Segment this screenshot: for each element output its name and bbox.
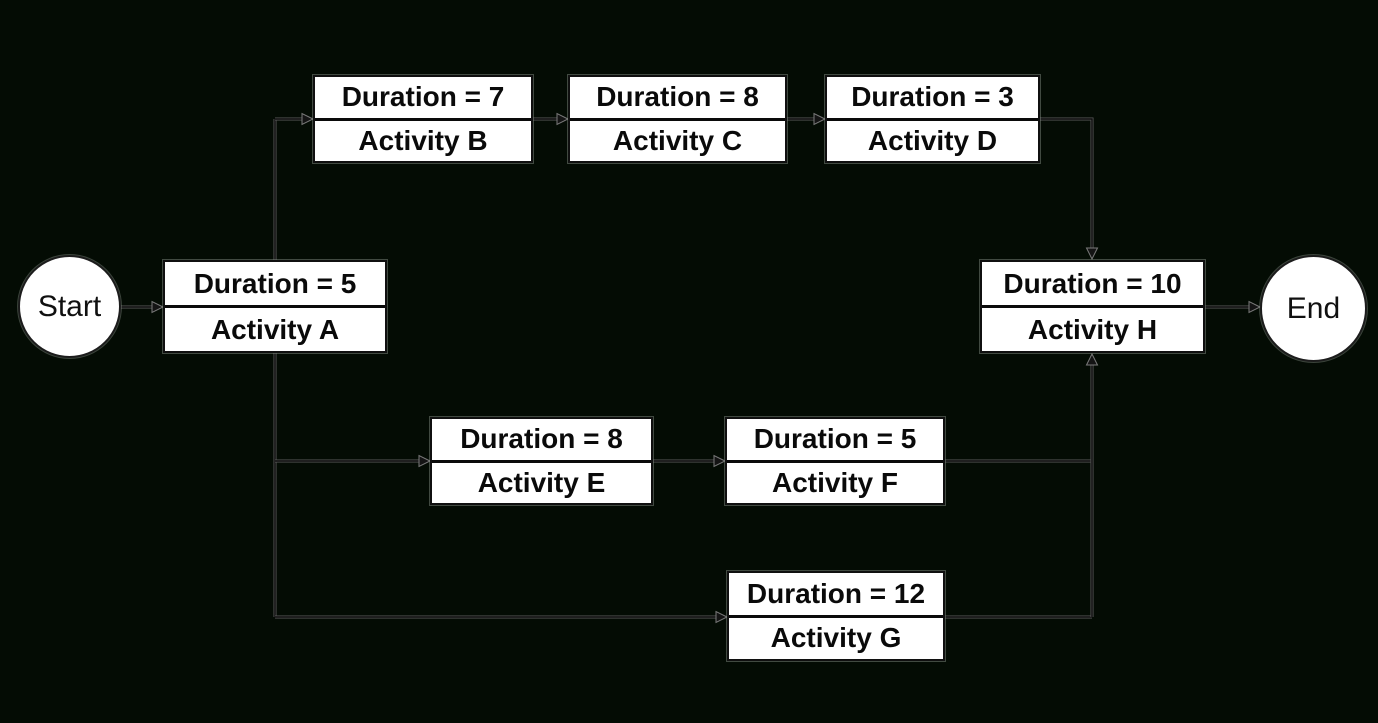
activity-f-node: Duration = 5 Activity F <box>725 417 945 505</box>
activity-h-name-label: Activity H <box>982 305 1203 351</box>
arrowhead-into-e <box>418 454 432 468</box>
activity-d-node: Duration = 3 Activity D <box>825 75 1040 163</box>
activity-c-node: Duration = 8 Activity C <box>568 75 787 163</box>
activity-b-duration-label: Duration = 7 <box>341 81 505 113</box>
arrowhead-into-g <box>715 610 729 624</box>
activity-g-duration-label: Duration = 12 <box>746 577 926 609</box>
activity-f-duration-label: Duration = 5 <box>753 423 917 455</box>
arrowhead-into-c <box>556 112 570 126</box>
arrowhead-into-end <box>1248 300 1262 314</box>
activity-e-name-label: Activity E <box>432 459 651 504</box>
edge-d-to-h <box>1040 117 1094 250</box>
activity-h-node: Duration = 10 Activity H <box>980 260 1205 353</box>
arrowhead-into-b <box>301 112 315 126</box>
start-node: Start <box>18 255 121 358</box>
activity-c-duration-label: Duration = 8 <box>596 81 759 113</box>
activity-b-name-label: Activity B <box>315 117 531 162</box>
activity-a-duration-label: Duration = 5 <box>193 267 357 299</box>
activity-b-node: Duration = 7 Activity B <box>313 75 533 163</box>
end-node-label: End <box>1286 291 1341 325</box>
arrowhead-into-h-top <box>1085 247 1099 261</box>
activity-g-node: Duration = 12 Activity G <box>727 571 945 661</box>
activity-a-name-label: Activity A <box>165 305 385 351</box>
activity-d-duration-label: Duration = 3 <box>851 81 1014 113</box>
activity-g-name-label: Activity G <box>729 614 943 660</box>
activity-e-node: Duration = 8 Activity E <box>430 417 653 505</box>
activity-h-duration-label: Duration = 10 <box>1003 267 1182 299</box>
arrowhead-into-d <box>813 112 827 126</box>
activity-f-name-label: Activity F <box>727 459 943 504</box>
activity-a-node: Duration = 5 Activity A <box>163 260 387 353</box>
start-node-label: Start <box>37 289 102 323</box>
activity-c-name-label: Activity C <box>570 117 785 162</box>
end-node: End <box>1260 255 1367 362</box>
activity-d-name-label: Activity D <box>827 117 1038 162</box>
arrowhead-into-f <box>713 454 727 468</box>
arrowhead-into-h-bottom <box>1085 352 1099 366</box>
activity-e-duration-label: Duration = 8 <box>460 423 623 455</box>
arrowhead-into-a <box>151 300 165 314</box>
